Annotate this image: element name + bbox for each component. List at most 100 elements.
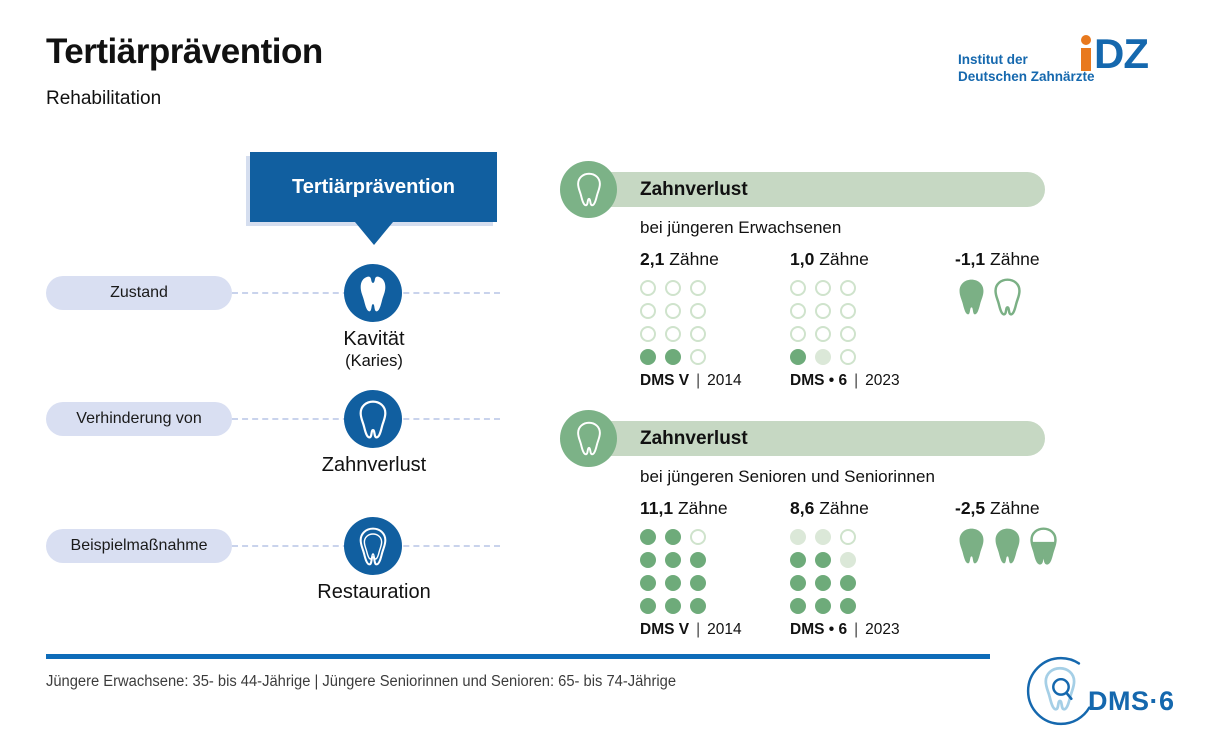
dot-empty: [690, 280, 706, 296]
dot-pale: [790, 529, 806, 545]
dot-empty: [840, 280, 856, 296]
stat-value: 2,1 Zähne: [640, 249, 719, 270]
dot-pale: [840, 552, 856, 568]
stat-number: 11,1: [640, 498, 674, 518]
idz-letters-dz: DZ: [1094, 30, 1149, 78]
dot-empty: [690, 529, 706, 545]
source-year: 2014: [707, 621, 742, 638]
section-header-bar: [588, 172, 1045, 207]
stat-number: 2,1: [640, 249, 665, 269]
idz-logo-mark: DZ: [1081, 30, 1149, 78]
source-label: DMS V: [640, 372, 690, 389]
tooth-outline-icon: [359, 400, 387, 438]
dot-filled: [640, 552, 656, 568]
dot-empty: [640, 326, 656, 342]
tooth-cavity-icon: [360, 276, 386, 311]
stat-unit: Zähne: [669, 249, 719, 269]
dot-filled: [815, 598, 831, 614]
idz-i-bar: [1081, 48, 1091, 71]
restauration-circle: [344, 517, 402, 575]
dot-empty: [665, 326, 681, 342]
page-title: Tertiärprävention: [46, 32, 323, 71]
flow-label-kavitaet: Kavität: [343, 328, 405, 350]
dot-filled: [640, 349, 656, 365]
stat-source: DMS • 6|2023: [790, 621, 900, 639]
tooth-outline-icon: [576, 421, 601, 456]
stat-value: 8,6 Zähne: [790, 498, 869, 519]
section-erwachsene: Zahnverlust bei jüngeren Erwachsenen 2,1…: [560, 161, 1060, 401]
idz-logo: Institut der Deutschen Zahnärzte DZ: [958, 30, 1149, 86]
stat-source: DMS V|2014: [640, 372, 742, 390]
dot-filled: [665, 349, 681, 365]
idz-line1: Institut der: [958, 51, 1028, 67]
source-separator: |: [854, 621, 859, 638]
delta-teeth: [955, 274, 1024, 320]
dot-filled: [790, 552, 806, 568]
stat-unit: Zähne: [990, 498, 1040, 518]
dot-matrix: [640, 529, 706, 614]
dot-empty: [815, 280, 831, 296]
section-title: Zahnverlust: [640, 428, 748, 449]
idz-i-dot: [1081, 35, 1091, 45]
source-year: 2014: [707, 372, 742, 389]
dot-filled: [665, 575, 681, 591]
source-label: DMS V: [640, 621, 690, 638]
dot-filled: [640, 598, 656, 614]
source-separator: |: [696, 621, 701, 638]
dms6-tooth-magnifier-icon: [1026, 656, 1096, 726]
dot-filled: [840, 575, 856, 591]
dot-empty: [815, 326, 831, 342]
dot-filled: [665, 529, 681, 545]
pill-verhinderung-von: Verhinderung von: [46, 402, 232, 436]
delta-value: -1,1 Zähne: [955, 249, 1040, 270]
dot-empty: [665, 303, 681, 319]
source-label: DMS • 6: [790, 621, 848, 638]
flow-row-beispielmassnahme: Beispielmaßnahme Restauration: [46, 517, 500, 649]
section-header-bar: [588, 421, 1045, 456]
zahnverlust-circle: [344, 390, 402, 448]
dot-filled: [690, 575, 706, 591]
flow-row-zustand: Zustand Kavität (Karies): [46, 264, 500, 396]
dot-filled: [840, 598, 856, 614]
flow-header-label: Tertiärprävention: [292, 175, 455, 198]
dot-filled: [790, 598, 806, 614]
source-separator: |: [854, 372, 859, 389]
dot-filled: [665, 552, 681, 568]
footer-divider: [46, 654, 990, 659]
dot-matrix: [640, 280, 706, 365]
stat-unit: Zähne: [677, 498, 728, 518]
dot-filled: [790, 349, 806, 365]
dot-filled: [815, 552, 831, 568]
dot-empty: [840, 349, 856, 365]
stat-source: DMS • 6|2023: [790, 372, 900, 390]
flow-label-zahnverlust: Zahnverlust: [321, 454, 427, 476]
section-tooth-badge: [560, 161, 617, 218]
source-year: 2023: [865, 372, 900, 389]
footer-note: Jüngere Erwachsene: 35- bis 44-Jährige |…: [46, 673, 677, 690]
dot-filled: [690, 598, 706, 614]
stat-number: -1,1: [955, 249, 986, 269]
dot-empty: [690, 349, 706, 365]
dot-matrix: [790, 280, 856, 365]
delta-value: -2,5 Zähne: [955, 498, 1040, 519]
stat-number: 8,6: [790, 498, 815, 518]
stat-source: DMS V | 2014: [640, 621, 742, 639]
dot-filled: [815, 575, 831, 591]
dot-pale: [815, 349, 831, 365]
idz-logo-text: Institut der Deutschen Zahnärzte: [958, 51, 1095, 86]
dot-pale: [815, 529, 831, 545]
dot-empty: [665, 280, 681, 296]
flow-label-restauration: Restauration: [317, 581, 431, 603]
section-senioren: Zahnverlust bei jüngeren Senioren und Se…: [560, 410, 1060, 650]
tooth-filled-icon: [959, 528, 984, 564]
stat-unit: Zähne: [819, 498, 869, 518]
section-tooth-badge: [560, 410, 617, 467]
dot-empty: [640, 280, 656, 296]
stat-number: -2,5: [955, 498, 986, 518]
dot-empty: [640, 303, 656, 319]
dot-filled: [640, 529, 656, 545]
dot-empty: [790, 303, 806, 319]
flow-row-verhinderung: Verhinderung von Zahnverlust: [46, 390, 500, 522]
dot-empty: [840, 529, 856, 545]
tooth-restoration-icon: [359, 527, 387, 565]
